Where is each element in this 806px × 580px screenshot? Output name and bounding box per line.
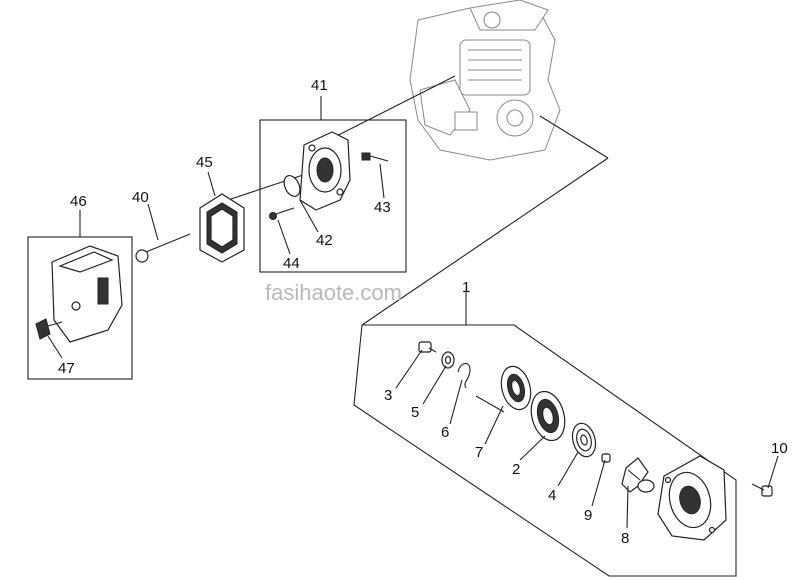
callout-47: 47 <box>58 360 75 377</box>
part-10-bolt <box>751 483 773 497</box>
callout-42: 42 <box>316 232 333 249</box>
part-47-knob <box>35 318 63 340</box>
callout-43: 43 <box>374 199 391 216</box>
callout-44: 44 <box>283 255 300 272</box>
callout-7: 7 <box>475 444 483 461</box>
callout-10: 10 <box>771 440 788 457</box>
part-44-screw <box>269 207 295 220</box>
callout-1: 1 <box>462 279 470 296</box>
callout-6: 6 <box>441 424 449 441</box>
part-3-bolt <box>418 341 437 353</box>
ref-line-starter-box <box>361 157 609 326</box>
part-42-gasket <box>283 175 301 197</box>
callout-2: 2 <box>512 461 520 478</box>
part-7-pulley <box>475 365 532 413</box>
part-8-handle <box>621 457 655 493</box>
callout-5: 5 <box>411 404 419 421</box>
part-45-filter <box>199 193 245 263</box>
part-41-flange <box>299 131 351 211</box>
part-43-screw <box>361 152 389 162</box>
flange-bracket <box>259 119 407 273</box>
starter-housing <box>657 455 727 541</box>
callout-41: 41 <box>311 77 328 94</box>
callout-4: 4 <box>548 487 556 504</box>
engine-block <box>409 0 561 161</box>
part-6-clip <box>457 362 471 389</box>
callout-9: 9 <box>584 507 592 524</box>
part-2-reel <box>530 390 566 442</box>
callout-40: 40 <box>132 189 149 206</box>
part-46-cover <box>51 245 123 343</box>
part-9-bushing <box>601 453 611 463</box>
part-5-washer <box>441 351 455 369</box>
recoil-starter-bracket <box>353 292 737 577</box>
leader-lines <box>47 96 779 529</box>
watermark: fasihaote.com <box>265 280 402 305</box>
callout-8: 8 <box>621 530 629 547</box>
part-40-bolt <box>135 233 191 263</box>
part-4-spring <box>571 422 597 458</box>
callout-45: 45 <box>196 154 213 171</box>
ref-line-engine-starter <box>539 115 609 159</box>
callout-46: 46 <box>70 193 87 210</box>
callout-3: 3 <box>384 387 392 404</box>
